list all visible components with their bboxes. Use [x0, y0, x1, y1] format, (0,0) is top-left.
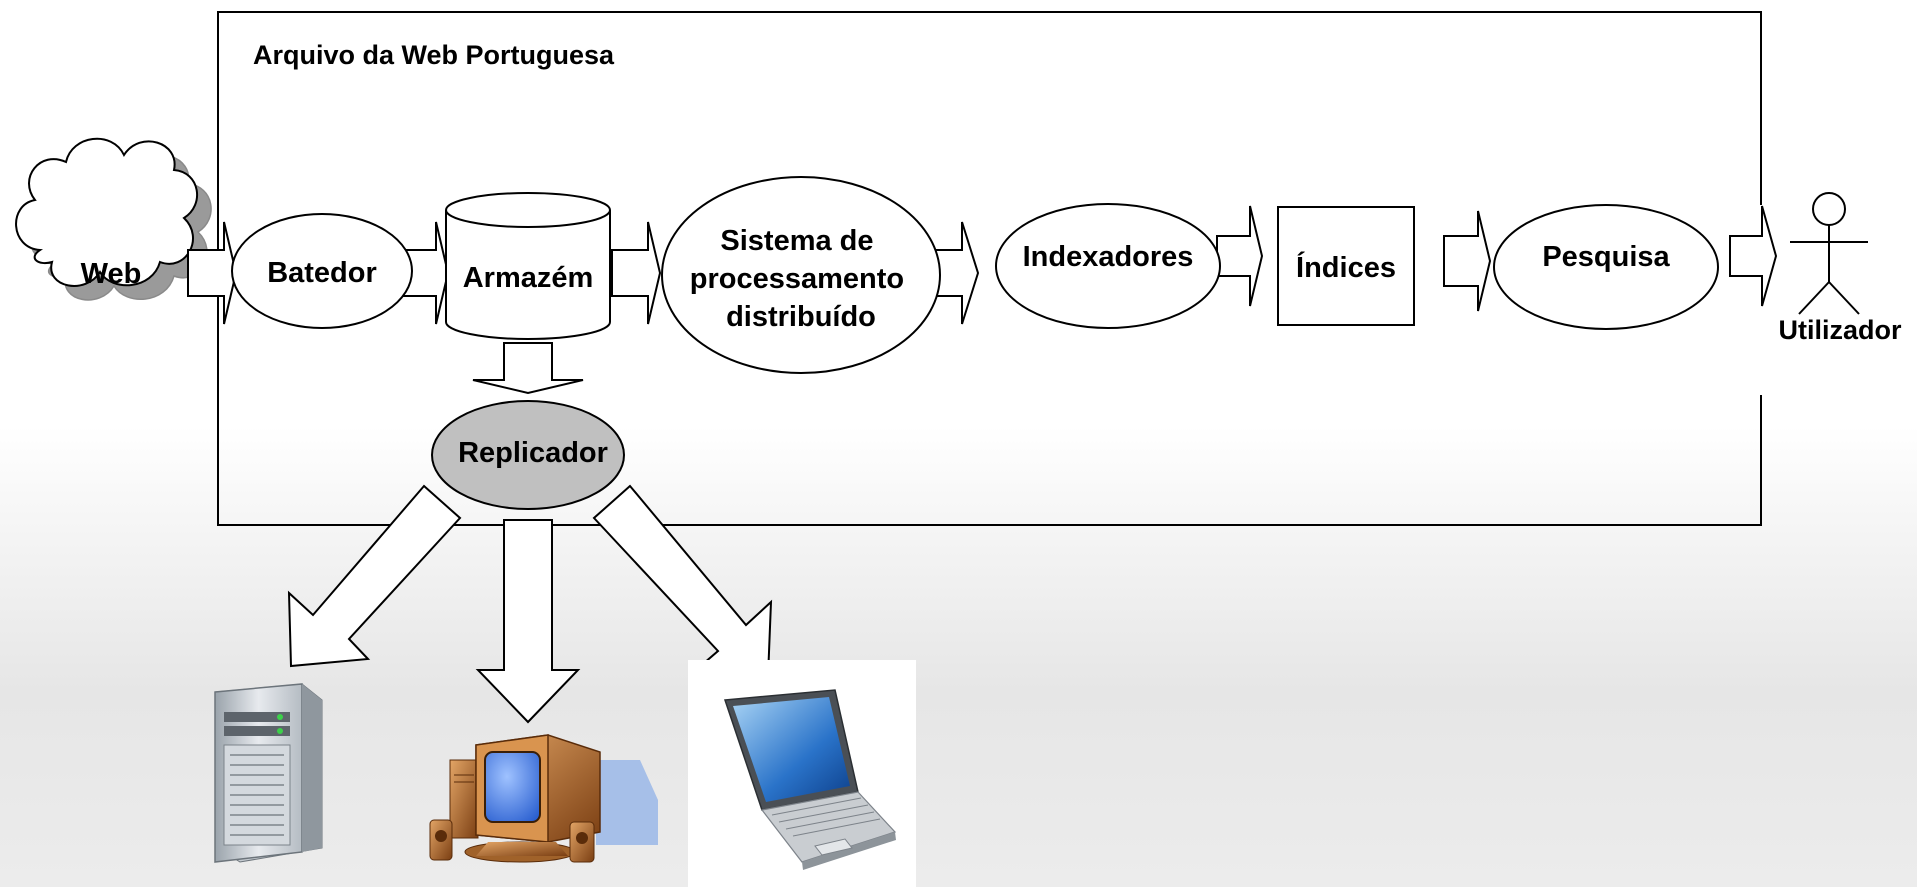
laptop-icon [688, 660, 916, 887]
replicador-label: Replicador [458, 437, 608, 469]
utilizador-actor-icon [1790, 192, 1868, 315]
arrow-batedor-armazem [399, 221, 450, 325]
system-title: Arquivo da Web Portuguesa [253, 40, 615, 70]
arrow-armazem-sistema [611, 221, 662, 325]
armazem-label: Armazém [463, 262, 594, 294]
server-icon [214, 683, 323, 863]
replication-arrows [287, 484, 773, 724]
web-cloud: Web [15, 137, 212, 301]
indices-label: Índices [1296, 250, 1396, 284]
desktop-computer-icon [429, 734, 658, 863]
arrow-web-batedor [187, 221, 238, 325]
arrow-pesquisa-utilizador [1729, 205, 1778, 307]
pesquisa-node [1493, 204, 1719, 330]
indices-node [1277, 206, 1415, 326]
sistema-line-2: processamento [690, 263, 904, 295]
arrow-indices-pesquisa [1443, 210, 1492, 312]
indexadores-label: Indexadores [1023, 241, 1194, 273]
sistema-node [661, 176, 941, 374]
sistema-label: Sistema de processamento distribuído [690, 225, 912, 333]
arrow-to-laptop [592, 484, 773, 679]
batedor-node [231, 213, 413, 329]
arrow-to-server [287, 484, 462, 668]
utilizador-label: Utilizador [1778, 315, 1901, 345]
indexadores-node [995, 203, 1221, 329]
arrow-indexadores-indices [1216, 205, 1264, 307]
armazem-node: Armazém [445, 192, 611, 340]
flow-arrows [187, 205, 1778, 325]
arrow-armazem-replicador [472, 342, 584, 395]
arrow-to-desktop [475, 519, 581, 724]
sistema-line-3: distribuído [726, 301, 876, 333]
sistema-line-1: Sistema de [720, 225, 873, 257]
replicador-node [431, 400, 625, 510]
pesquisa-label: Pesquisa [1542, 241, 1670, 273]
cloud-shape [15, 137, 199, 287]
batedor-label: Batedor [267, 257, 377, 289]
web-label: Web [81, 258, 142, 290]
